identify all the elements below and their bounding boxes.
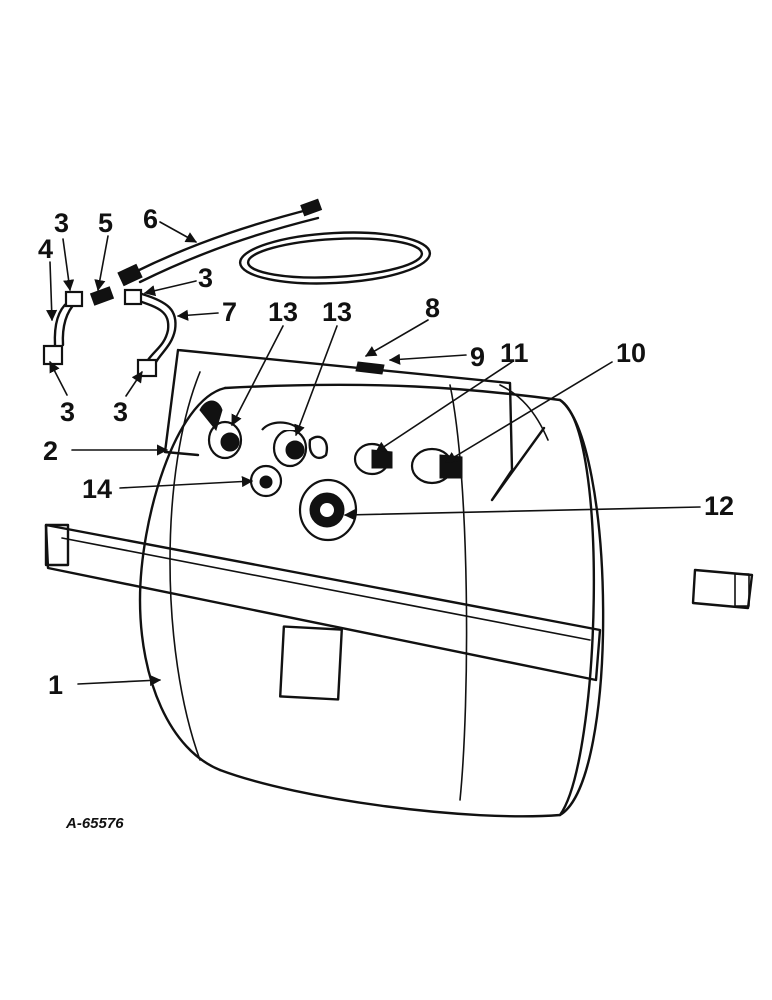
callout-14: 14 [82,474,112,504]
callout-9: 9 [470,342,485,372]
tube-4 [42,290,84,366]
callout-labels: 1 2 3 4 5 6 3 7 3 3 13 13 8 9 11 10 12 1… [38,204,734,700]
callout-2: 2 [43,436,58,466]
drain-cock-13b [261,421,329,468]
valve-10 [410,447,463,485]
callout-8: 8 [425,293,440,323]
callout-5: 5 [98,208,113,238]
callout-11: 11 [500,338,529,368]
leader-lines [46,221,701,687]
air-tank [138,371,605,818]
plug-14 [249,464,283,498]
safety-valve-12 [298,478,358,542]
support-strap-bar [44,523,754,682]
callout-13-left: 13 [268,297,298,327]
hose-coil-6 [117,198,432,287]
callout-10: 10 [616,338,646,368]
fitting-11 [353,442,393,476]
callout-7: 7 [222,297,237,327]
clip-9 [355,361,385,375]
callout-13-right: 13 [322,297,352,327]
callout-6: 6 [143,204,158,234]
callout-1: 1 [48,670,63,700]
callout-4: 4 [38,234,53,264]
connector-5 [89,286,115,306]
tube-7 [123,288,177,378]
callout-3-hose-end: 3 [198,263,213,293]
callout-3-bottom-left: 3 [60,397,75,427]
callout-3-bottom-mid: 3 [113,397,128,427]
callout-3-top-left: 3 [54,208,69,238]
figure-id: A-65576 [65,815,124,832]
name-plate [279,625,343,701]
callout-12: 12 [704,491,734,521]
drain-cock-13a [199,400,243,460]
